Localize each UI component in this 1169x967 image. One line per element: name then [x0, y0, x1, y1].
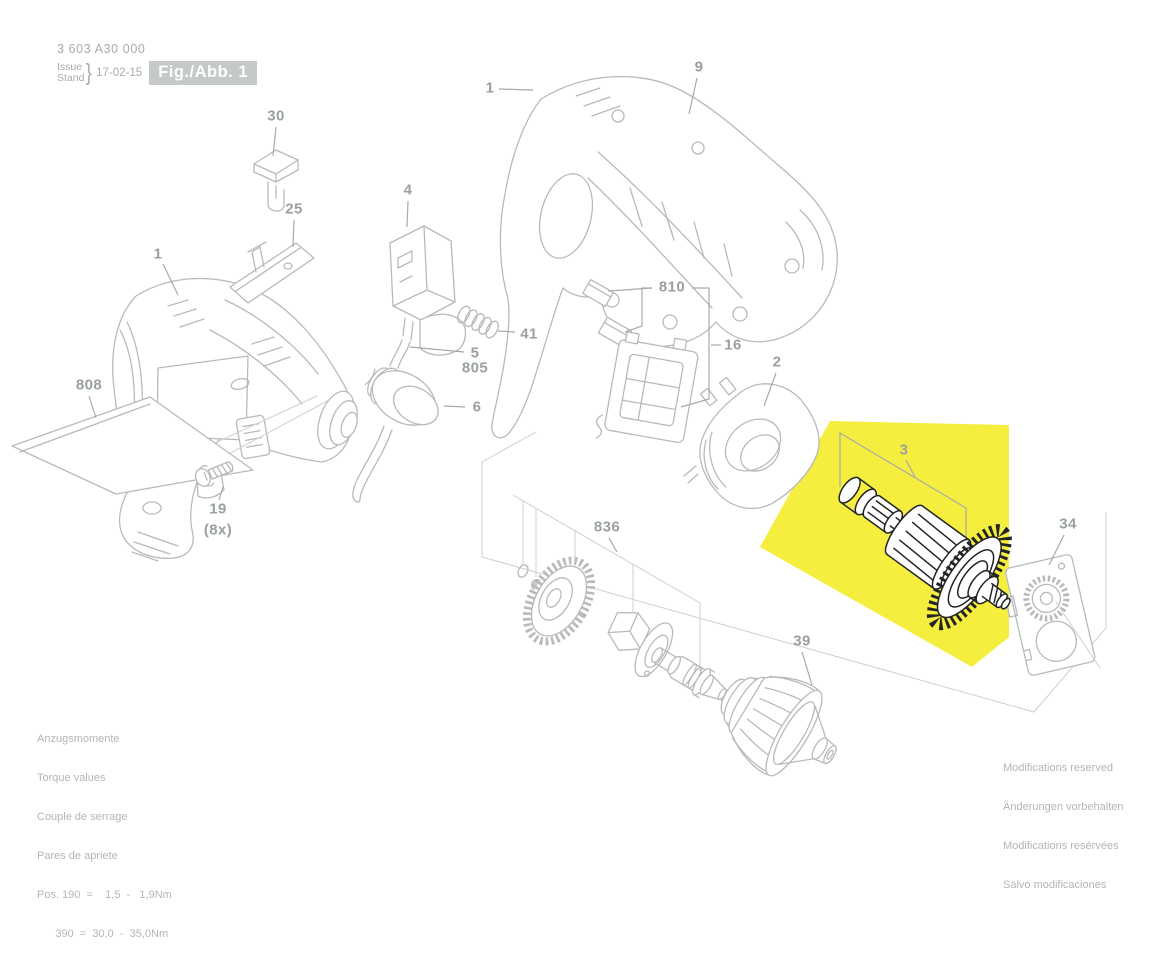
cable-grommet-art — [352, 339, 439, 503]
callout-810[interactable]: 810 — [658, 278, 686, 296]
issue-brace: } — [86, 59, 93, 85]
torque-line: Torque values — [37, 772, 106, 784]
spring-41-art — [457, 305, 499, 339]
callout-5[interactable]: 5 — [470, 344, 480, 362]
torque-value-line: Pos. 190 = 1,5 - 1,9Nm — [37, 889, 172, 901]
callout-25[interactable]: 25 — [285, 200, 303, 218]
modifications-line: Modifications reserved — [1003, 762, 1114, 774]
callout-836[interactable]: 836 — [593, 518, 621, 536]
callout-30[interactable]: 30 — [267, 107, 285, 125]
brush-holder-16-art — [595, 331, 699, 443]
issue-date: 17-02-15 — [96, 66, 143, 79]
callout-41[interactable]: 41 — [520, 325, 538, 343]
stand-label: Stand — [57, 71, 85, 84]
callout-1-shell[interactable]: 1 — [485, 79, 495, 97]
callout-1-body[interactable]: 1 — [153, 245, 163, 263]
parts-diagram-page: 3 603 A30 000 Issue Stand } 17-02-15 Fig… — [11, 42, 1123, 940]
torque-line: Pares de apriete — [37, 850, 118, 862]
torque-line: Anzugsmomente — [37, 733, 120, 745]
callout-805[interactable]: 805 — [461, 359, 489, 377]
callout-4[interactable]: 4 — [403, 181, 413, 199]
switch-4-art — [389, 225, 467, 356]
callout-808[interactable]: 808 — [75, 376, 103, 394]
part-number: 3 603 A30 000 — [57, 42, 146, 56]
figure-label: Fig./Abb. 1 — [149, 60, 258, 85]
torque-line: Couple de serrage — [37, 811, 128, 823]
leader-lines — [88, 77, 1065, 686]
torque-note: Anzugsmomente Torque values Couple de se… — [37, 707, 172, 967]
clip-30-art — [253, 149, 299, 212]
chuck-39-art — [720, 675, 837, 777]
callout-34[interactable]: 34 — [1059, 515, 1077, 533]
nameplate-808-art — [11, 396, 254, 495]
issue-row: Issue Stand } 17-02-15 Fig./Abb. 1 — [57, 59, 258, 86]
stator-2-art — [683, 376, 820, 510]
torque-value-line: 390 = 30,0 - 35,0Nm — [37, 928, 169, 940]
modifications-line: Salvo modificaciones — [1003, 879, 1107, 891]
bearing-plate-34-art — [1002, 554, 1101, 676]
armature-3-art — [838, 476, 1012, 631]
callout-19-qty: (8x) — [203, 521, 233, 539]
callout-39[interactable]: 39 — [793, 632, 811, 650]
callout-19[interactable]: 19 — [209, 500, 227, 518]
modifications-note: Modifications reserved Änderungen vorbeh… — [1003, 736, 1123, 918]
callout-2[interactable]: 2 — [772, 353, 782, 371]
callout-9[interactable]: 9 — [694, 58, 704, 76]
modifications-line: Modifications resérvées — [1003, 840, 1119, 852]
modifications-line: Änderungen vorbehalten — [1003, 801, 1124, 813]
issue-label: Issue — [57, 60, 83, 73]
gear-group-836-art — [517, 556, 734, 704]
callout-16[interactable]: 16 — [724, 336, 742, 354]
slide-25-art — [229, 241, 315, 304]
callout-3[interactable]: 3 — [899, 441, 909, 459]
screw-19-art — [194, 460, 234, 487]
callout-6[interactable]: 6 — [472, 398, 482, 416]
exploded-view-drawing — [11, 75, 1107, 777]
